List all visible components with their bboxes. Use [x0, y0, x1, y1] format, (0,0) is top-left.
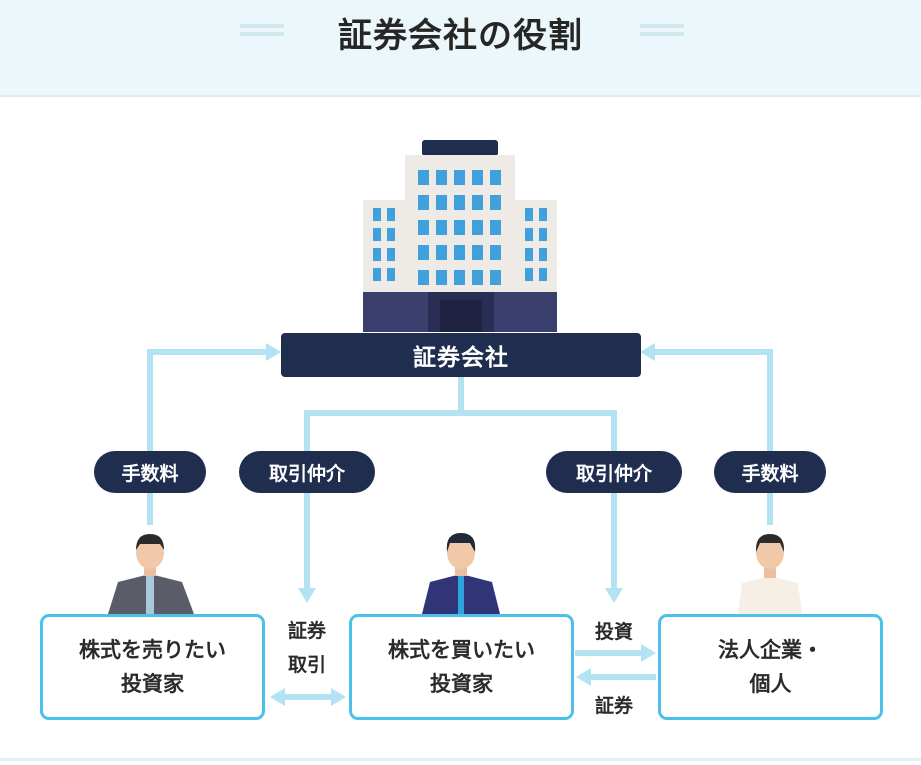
window — [436, 195, 447, 210]
window — [490, 220, 501, 235]
seller-investor-box: 株式を売りたい 投資家 — [40, 614, 265, 720]
window — [436, 270, 447, 285]
window — [454, 220, 465, 235]
brokerage-pill-left: 取引仲介 — [239, 451, 375, 493]
fee-pill-right: 手数料 — [714, 451, 826, 493]
window — [454, 245, 465, 260]
arrow-left-icon — [640, 343, 655, 361]
flow-label: 証券 — [287, 620, 326, 642]
window — [454, 270, 465, 285]
box-label: 株式を売りたい — [79, 638, 226, 662]
window — [539, 248, 547, 261]
box-label: 個人 — [749, 672, 792, 696]
page-title: 証券会社の役割 — [338, 16, 583, 56]
flow-label: 取引 — [287, 654, 326, 676]
header: 証券会社の役割 — [0, 0, 921, 97]
arrow-down-icon — [298, 588, 316, 603]
window — [472, 195, 483, 210]
box-label: 株式を買いたい — [388, 638, 535, 662]
person-buyer-icon — [422, 533, 500, 614]
decor-line — [240, 24, 284, 28]
box-label: 投資家 — [121, 672, 184, 696]
window — [387, 228, 395, 241]
decor-line — [640, 32, 684, 36]
building-icon — [363, 140, 557, 332]
box-label: 法人企業・ — [718, 638, 823, 662]
decor-line — [240, 32, 284, 36]
window — [373, 228, 381, 241]
window — [490, 195, 501, 210]
window — [436, 245, 447, 260]
window — [436, 170, 447, 185]
buyer-investor-box: 株式を買いたい 投資家 — [349, 614, 574, 720]
decor-line — [640, 24, 684, 28]
window — [472, 245, 483, 260]
brokerage-pill-right: 取引仲介 — [546, 451, 682, 493]
window — [472, 270, 483, 285]
person-individual-icon — [738, 534, 802, 614]
window — [418, 245, 429, 260]
flow-label: 投資 — [594, 621, 633, 643]
window — [525, 268, 533, 281]
divider — [0, 758, 921, 761]
fee-pill-left: 手数料 — [94, 451, 206, 493]
securities-company-bar: 証券会社 — [281, 333, 641, 377]
window — [387, 208, 395, 221]
window — [436, 220, 447, 235]
box-label: 投資家 — [430, 672, 493, 696]
person-seller-icon — [108, 534, 194, 614]
window — [454, 170, 465, 185]
window — [490, 170, 501, 185]
window — [472, 170, 483, 185]
window — [472, 220, 483, 235]
window — [539, 268, 547, 281]
window — [454, 195, 465, 210]
arrow-right-icon — [266, 343, 281, 361]
window — [418, 195, 429, 210]
window — [490, 270, 501, 285]
arrow-right-icon — [641, 644, 656, 662]
window — [490, 245, 501, 260]
window — [418, 270, 429, 285]
window — [525, 248, 533, 261]
window — [418, 220, 429, 235]
window — [373, 268, 381, 281]
flow-label: 証券 — [594, 695, 633, 717]
arrow-down-icon — [605, 588, 623, 603]
arrow-left-icon — [270, 688, 285, 706]
arrow-left-icon — [576, 668, 591, 686]
window — [373, 208, 381, 221]
arrow-right-icon — [331, 688, 346, 706]
window — [525, 228, 533, 241]
window — [418, 170, 429, 185]
window — [387, 268, 395, 281]
arrowheads — [266, 343, 656, 706]
window — [525, 208, 533, 221]
window — [539, 228, 547, 241]
issuer-box: 法人企業・ 個人 — [658, 614, 883, 720]
window — [373, 248, 381, 261]
window — [387, 248, 395, 261]
window — [539, 208, 547, 221]
